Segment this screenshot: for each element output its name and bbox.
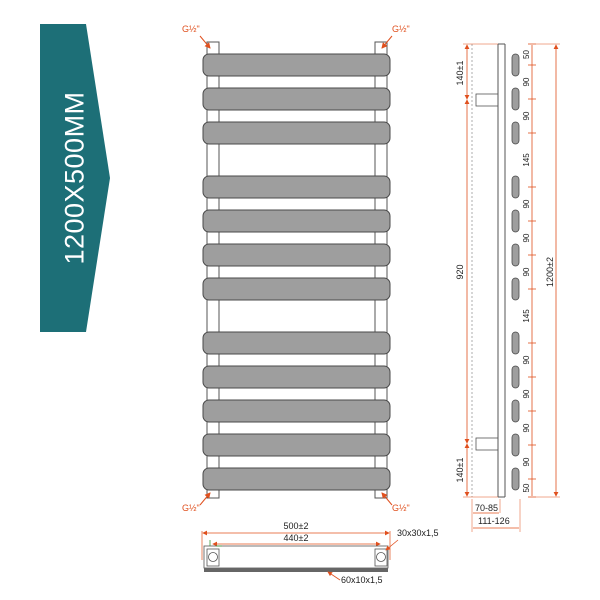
heating-bar (202, 87, 391, 111)
front-view: G½" G½" G½" G½" (182, 24, 410, 513)
leader-bottom-left (199, 492, 211, 506)
spacing-labels: 50 90 90 145 90 90 90 145 90 90 90 90 50 (522, 43, 536, 498)
side-bar (511, 53, 520, 77)
connection-top-left: G½" (182, 24, 200, 34)
bottom-outline (203, 545, 389, 569)
spacing-label: 90 (522, 199, 531, 208)
side-bar (511, 365, 520, 389)
center-distance-label: 440±2 (284, 533, 309, 543)
leader-top-right (381, 35, 393, 49)
wall-gap-label: 70-85 (475, 503, 498, 513)
left-pipe-circle (208, 552, 218, 562)
heating-bar (202, 209, 391, 233)
spacing-label: 145 (522, 153, 531, 167)
banner-arrow-shape (40, 24, 110, 332)
spacing-label: 90 (522, 77, 531, 86)
heating-bar (202, 277, 391, 301)
side-bar (511, 433, 520, 457)
right-upright-section (374, 548, 388, 567)
leader-bottom-right (381, 492, 393, 506)
side-bar (511, 399, 520, 423)
heating-bar (202, 53, 391, 77)
side-bar (511, 209, 520, 233)
heating-bar (202, 433, 391, 457)
side-bar-sections (511, 53, 520, 491)
heating-bars (202, 53, 391, 491)
connection-top-right: G½" (392, 24, 410, 34)
right-upright (374, 41, 388, 499)
leader-top-left (199, 35, 211, 49)
bar-profile-label: 60x10x1,5 (341, 575, 383, 585)
side-bar (511, 175, 520, 199)
upright-leader (385, 539, 399, 551)
connection-bottom-right: G½" (392, 503, 410, 513)
spacing-label: 90 (522, 233, 531, 242)
spacing-label: 145 (522, 309, 531, 323)
bottom-view: 500±2 440±2 30x30x1,5 60x10x1,5 (201, 521, 439, 585)
total-height-label: 1200±2 (545, 257, 555, 287)
left-upright (206, 41, 220, 499)
size-banner: 1200X500MM (40, 24, 110, 332)
left-upright-section (206, 548, 220, 567)
spacing-label: 90 (522, 111, 531, 120)
bar-section (204, 568, 388, 572)
side-center-distance-label: 920 (455, 264, 465, 279)
side-bar (511, 87, 520, 111)
heating-bar (202, 399, 391, 423)
spacing-label: 90 (522, 389, 531, 398)
side-bar (511, 243, 520, 267)
spacing-label: 90 (522, 457, 531, 466)
side-bar (511, 331, 520, 355)
side-bar (511, 277, 520, 301)
side-bar (511, 121, 520, 145)
heating-bar (202, 175, 391, 199)
top-wall-bracket (475, 93, 499, 107)
heating-bar (202, 467, 391, 491)
connection-bottom-left: G½" (182, 503, 200, 513)
bottom-offset-label: 140±1 (455, 458, 465, 483)
side-bar (511, 467, 520, 491)
heating-bar (202, 331, 391, 355)
spacing-label: 50 (522, 50, 531, 59)
heating-bar (202, 365, 391, 389)
side-view: 140±1 920 140±1 50 90 90 145 90 90 90 145 90 90 90… (455, 43, 560, 532)
total-depth-label: 111-126 (478, 516, 510, 526)
bottom-wall-bracket (475, 437, 499, 451)
spacing-label: 90 (522, 267, 531, 276)
spacing-label: 90 (522, 423, 531, 432)
right-pipe-circle (376, 552, 386, 562)
spacing-label: 90 (522, 355, 531, 364)
overall-width-label: 500±2 (284, 521, 309, 531)
heating-bar (202, 121, 391, 145)
upright-profile-label: 30x30x1,5 (397, 528, 439, 538)
top-offset-label: 140±1 (455, 61, 465, 86)
heating-bar (202, 243, 391, 267)
bar-leader (327, 571, 341, 581)
spacing-label: 50 (522, 483, 531, 492)
